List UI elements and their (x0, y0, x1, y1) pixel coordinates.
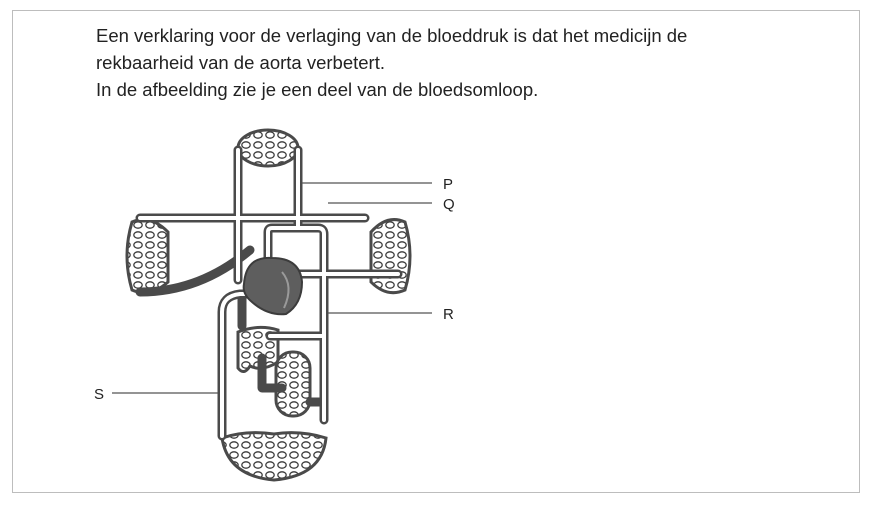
label-q: Q (443, 196, 455, 213)
intro-line-2: rekbaarheid van de aorta verbetert. (96, 52, 385, 73)
label-p: P (443, 176, 453, 193)
body-capillaries-bottom (220, 431, 328, 482)
intro-line-3: In de afbeelding zie je een deel van de … (96, 79, 539, 100)
heart (242, 256, 304, 316)
label-lines (112, 182, 432, 394)
label-r: R (443, 306, 454, 323)
intro-line-1: Een verklaring voor de verlaging van de … (96, 25, 688, 46)
intro-text: Een verklaring voor de verlaging van de … (96, 22, 836, 103)
arm-capillaries-left (125, 218, 170, 295)
arm-capillaries-right (369, 218, 412, 295)
label-s: S (94, 386, 104, 403)
kidney-vein (257, 353, 287, 393)
lung-capillaries-top (236, 128, 300, 168)
